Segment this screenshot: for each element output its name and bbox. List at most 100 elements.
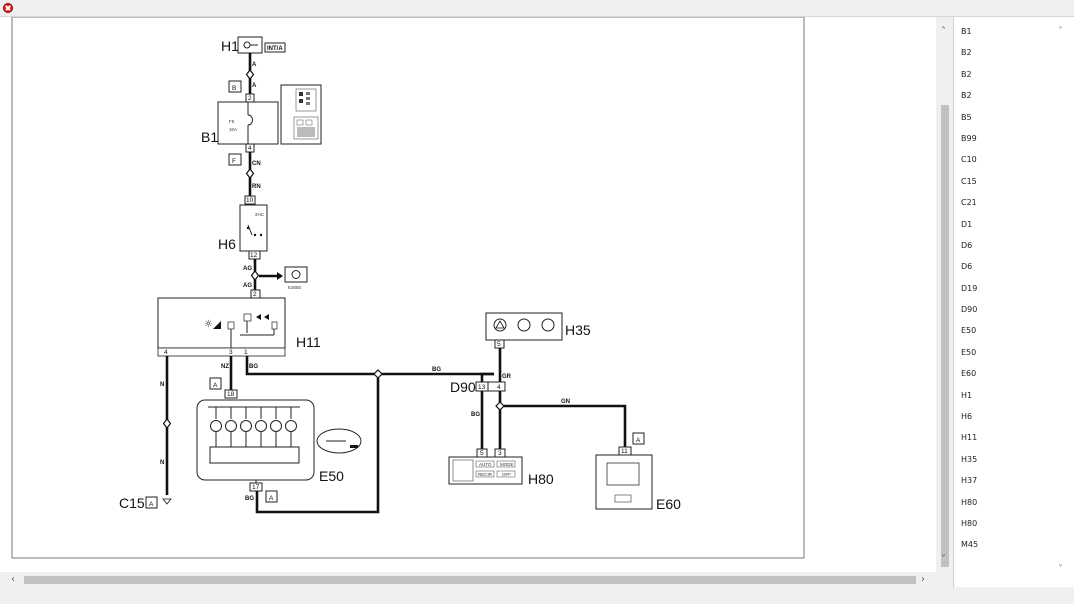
h1-tag: INT/A	[267, 46, 283, 52]
splice-diamond	[250, 270, 260, 281]
component-list-item[interactable]: H80	[961, 518, 978, 528]
close-icon[interactable]	[3, 3, 13, 13]
chevron-up-icon[interactable]: ˄	[941, 26, 946, 37]
component-list-item[interactable]: H37	[961, 476, 978, 486]
component-list-item[interactable]: H6	[961, 412, 973, 422]
fuse-label: F5	[229, 119, 235, 124]
wire-color-label: NZ	[221, 364, 229, 370]
e50-connector-view	[316, 428, 362, 454]
e50-label: E50	[319, 468, 344, 484]
e60-label: E60	[656, 496, 681, 512]
component-list-item[interactable]: B5	[961, 112, 972, 122]
component-list-item[interactable]: H35	[961, 454, 978, 464]
component-list-item[interactable]: D6	[961, 240, 973, 250]
h80-button-label: OFF	[502, 472, 511, 477]
component-list-item[interactable]: H1	[961, 390, 973, 400]
connector-letter-box	[632, 432, 645, 445]
vertical-scrollbar[interactable]: ˄ ˅	[938, 17, 952, 572]
wire-color-label: CN	[252, 161, 261, 167]
h6-box[interactable]	[239, 204, 268, 252]
component-list-item[interactable]: E60	[961, 369, 977, 379]
component-list-item[interactable]: C10	[961, 155, 977, 165]
e50-box[interactable]	[196, 399, 315, 481]
wire-color-label: GN	[561, 399, 570, 405]
fuse-rating: 10A	[229, 127, 237, 132]
wire-color-label: A	[252, 83, 257, 89]
wire-color-label: RN	[252, 184, 261, 190]
sheet-border	[11, 17, 805, 559]
wire-color-label: N	[160, 382, 164, 388]
h1-tag-box	[264, 42, 286, 53]
brightness-icon: ☼	[204, 319, 213, 330]
wire-color-label: BG	[245, 496, 254, 502]
connector-letter-box	[228, 80, 242, 93]
pin-label: 4	[248, 145, 252, 152]
h11-box[interactable]	[157, 297, 286, 349]
h6-label: H6	[218, 236, 236, 252]
h80-label: H80	[528, 471, 554, 487]
component-list-item[interactable]: D1	[961, 219, 973, 229]
h80-button-label: AUTO	[479, 462, 492, 467]
h80-button-label: RECIR	[478, 472, 493, 477]
scroll-thumb[interactable]	[941, 105, 949, 567]
pin-label: 3	[498, 450, 502, 457]
h35-box[interactable]	[485, 312, 563, 341]
component-list-item[interactable]: C21	[961, 198, 977, 208]
pin-label: 2	[248, 95, 252, 102]
b1-location-thumbnail	[280, 84, 322, 145]
component-list-item[interactable]: D19	[961, 283, 978, 293]
e3050-label: E3050	[288, 285, 302, 290]
chevron-down-icon[interactable]: ˅	[941, 554, 946, 565]
pin-label: 11	[621, 448, 628, 455]
component-list-item[interactable]: B1	[961, 27, 972, 36]
d90-box	[475, 381, 506, 392]
chevron-down-icon[interactable]: ˅	[1058, 564, 1063, 575]
pin-label: 4	[164, 349, 168, 356]
component-list-item[interactable]: B99	[961, 133, 977, 143]
component-list-item[interactable]: B2	[961, 69, 972, 79]
connector-letter-box	[145, 496, 158, 509]
connector-letter: A	[213, 382, 218, 389]
e50-lamp-row	[210, 407, 297, 447]
pin-label: 13	[478, 384, 486, 391]
wire-color-label: N	[160, 460, 164, 466]
component-list-item[interactable]: D90	[961, 305, 978, 315]
h1-label: H1	[221, 38, 239, 54]
lamp-icon	[291, 270, 301, 279]
component-list-item[interactable]: B2	[961, 91, 972, 101]
c15-label: C15	[119, 495, 145, 511]
chevron-right-icon[interactable]: ›	[921, 574, 925, 585]
component-list-item[interactable]: E50	[961, 347, 977, 357]
component-list-item[interactable]: H11	[961, 433, 978, 443]
pin-label: 5	[480, 450, 484, 457]
chevron-up-icon[interactable]: ˄	[1058, 26, 1063, 37]
e3050-box	[284, 266, 308, 283]
diagram-viewport[interactable]: INT/A H1 A A B 2 F5 10A B1 4	[0, 17, 936, 572]
component-list-item[interactable]: D6	[961, 262, 973, 272]
chevron-left-icon[interactable]: ‹	[11, 574, 15, 585]
component-list-item[interactable]: M45	[961, 540, 979, 550]
component-list-item[interactable]: E50	[961, 326, 977, 336]
scroll-thumb[interactable]	[24, 576, 916, 584]
e60-display	[606, 462, 640, 486]
component-list-item[interactable]: H80	[961, 497, 978, 507]
fog-lamp-icon	[517, 318, 531, 332]
pin-label: 17	[252, 484, 260, 491]
wire-color-label: BG	[432, 367, 441, 373]
component-list-item[interactable]: C15	[961, 176, 977, 186]
wire-color-label: AG	[243, 283, 252, 289]
connector-letter: F	[232, 158, 236, 165]
arrow-icon	[277, 272, 283, 280]
pin-label: 10	[246, 197, 254, 204]
component-list-item[interactable]: B2	[961, 48, 972, 58]
wire-color-label: BG	[249, 364, 258, 370]
horizontal-scrollbar[interactable]: ‹ ›	[0, 572, 936, 586]
h6-tag: 2HC	[255, 212, 265, 217]
ground-icon	[162, 498, 172, 505]
pin-label: 12	[250, 252, 258, 259]
wiring-diagram: INT/A H1 A A B 2 F5 10A B1 4	[11, 17, 805, 559]
h35-label: H35	[565, 322, 591, 338]
wire-color-label: AG	[243, 266, 252, 272]
